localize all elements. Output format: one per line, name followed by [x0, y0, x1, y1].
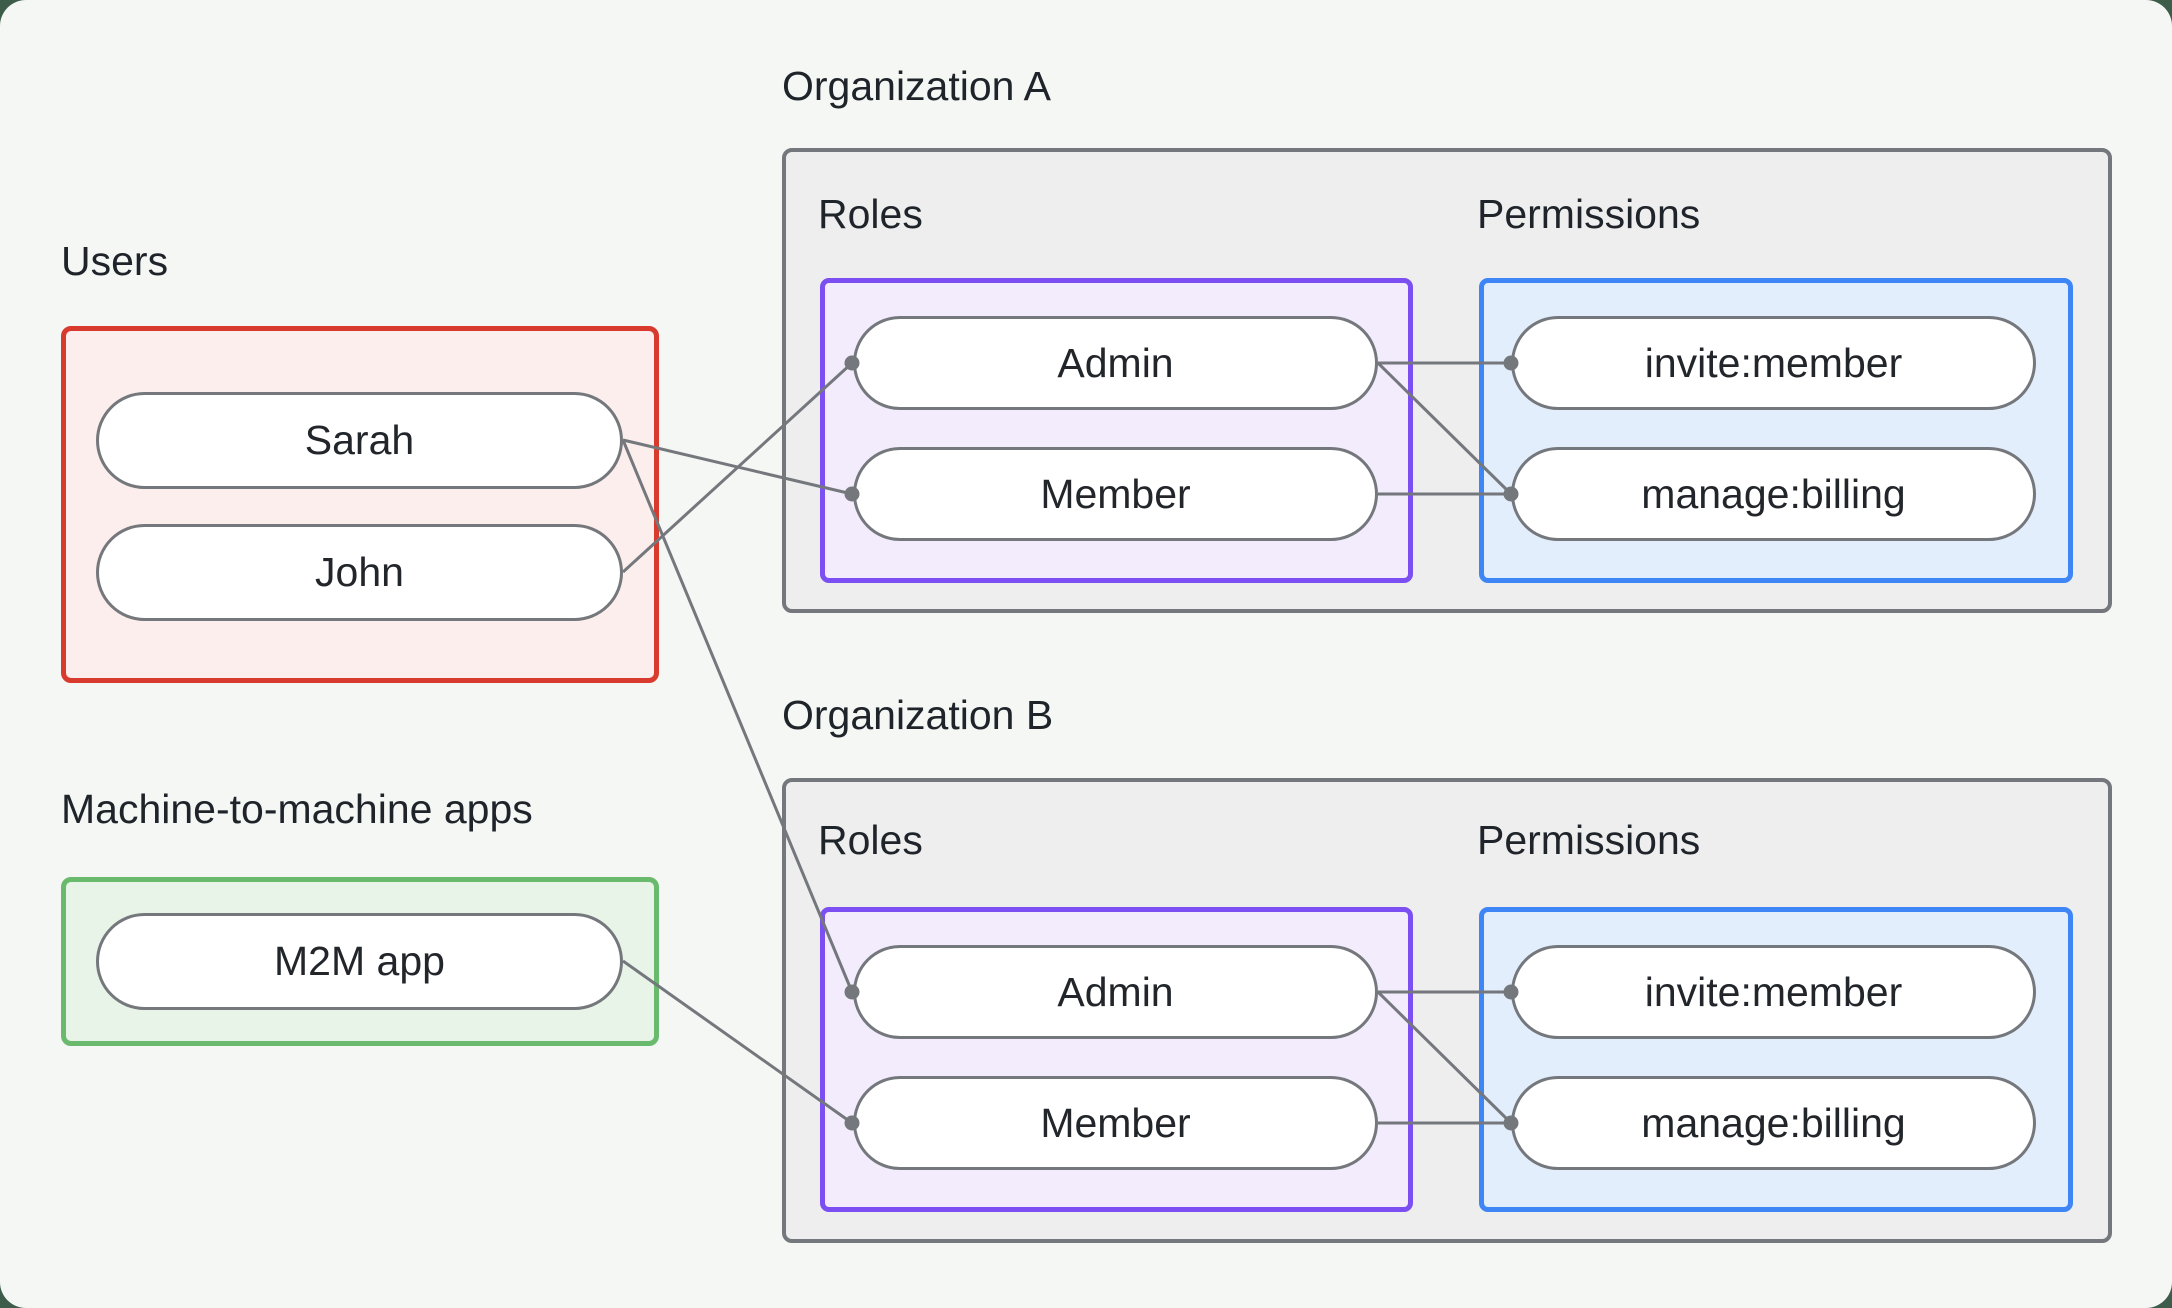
- m2m-node-app-label: M2M app: [274, 938, 445, 984]
- org-b-permission-invite-member-label: invite:member: [1644, 968, 1903, 1015]
- org-b-roles-label: Roles: [818, 817, 923, 863]
- org-a-permission-invite-member: invite:member: [1511, 316, 2036, 410]
- user-node-john-label: John: [315, 549, 404, 595]
- org-a-title: Organization A: [782, 63, 1051, 109]
- org-a-role-admin: Admin: [853, 316, 1378, 410]
- user-node-sarah-label: Sarah: [304, 417, 415, 463]
- org-b-permission-manage-billing-label: manage:billing: [1641, 1099, 1906, 1146]
- org-a-role-member-label: Member: [1040, 470, 1191, 517]
- users-group-box: [61, 326, 659, 683]
- org-b-role-admin: Admin: [853, 945, 1378, 1039]
- org-a-permission-manage-billing: manage:billing: [1511, 447, 2036, 541]
- org-b-title: Organization B: [782, 692, 1054, 738]
- org-b-permission-manage-billing: manage:billing: [1511, 1076, 2036, 1170]
- org-a-role-member: Member: [853, 447, 1378, 541]
- org-b-role-admin-label: Admin: [1057, 968, 1174, 1015]
- org-b-role-member-label: Member: [1040, 1099, 1191, 1146]
- org-a-roles-label: Roles: [818, 191, 923, 237]
- user-node-john: John: [96, 524, 623, 621]
- users-section-label: Users: [61, 238, 169, 284]
- org-a-permission-invite-member-label: invite:member: [1644, 339, 1903, 386]
- org-b-permission-invite-member: invite:member: [1511, 945, 2036, 1039]
- org-a-permission-manage-billing-label: manage:billing: [1641, 470, 1906, 517]
- m2m-node-app: M2M app: [96, 913, 623, 1010]
- org-a-permissions-label: Permissions: [1477, 191, 1701, 237]
- user-node-sarah: Sarah: [96, 392, 623, 489]
- org-b-permissions-label: Permissions: [1477, 817, 1701, 863]
- org-a-role-admin-label: Admin: [1057, 339, 1174, 386]
- org-b-role-member: Member: [853, 1076, 1378, 1170]
- m2m-section-label: Machine-to-machine apps: [61, 786, 533, 832]
